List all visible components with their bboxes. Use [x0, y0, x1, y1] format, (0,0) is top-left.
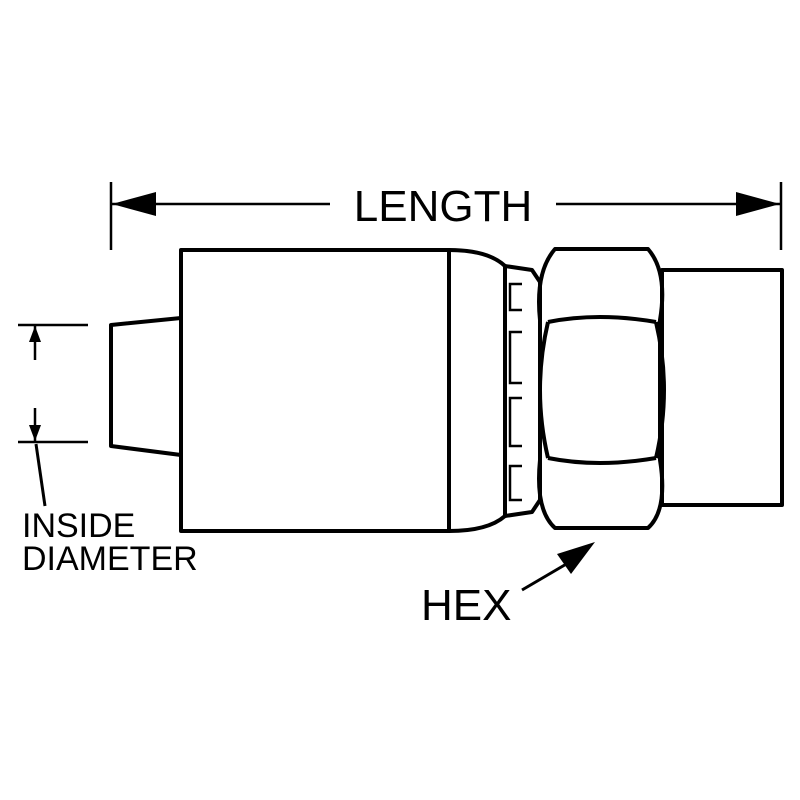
hex-nut	[537, 247, 666, 530]
hex-label: HEX	[421, 581, 511, 630]
collar-notch-1	[508, 282, 522, 312]
length-label: LENGTH	[354, 182, 532, 231]
collar-notch-4	[508, 464, 522, 502]
hex-facet-bottom	[547, 456, 657, 465]
collar-notch-3	[508, 396, 522, 448]
length-arrow-right-icon	[736, 192, 780, 216]
collar-notch-2	[508, 330, 522, 385]
hex-arrow-icon	[557, 542, 595, 574]
ferrule-crimp-end	[448, 248, 507, 533]
length-dimension: LENGTH	[109, 182, 783, 250]
id-arrow-up-icon	[29, 326, 41, 342]
hose-stem	[109, 316, 182, 457]
id-leader-line	[34, 443, 47, 507]
id-arrow-down-icon	[29, 425, 41, 441]
hex-facet-left-curve	[538, 321, 550, 459]
hex-callout: HEX	[421, 542, 595, 630]
hex-nut-outline	[537, 247, 665, 530]
swivel-seat	[660, 268, 784, 507]
inside-diameter-dimension: INSIDE DIAMETER	[18, 323, 198, 578]
ferrule-body	[179, 248, 451, 533]
collar	[504, 264, 542, 518]
length-arrow-left-icon	[112, 192, 156, 216]
inside-diameter-label-line2: DIAMETER	[22, 540, 198, 578]
hex-facet-top	[547, 315, 657, 324]
inside-diameter-label-line1: INSIDE	[22, 507, 135, 545]
